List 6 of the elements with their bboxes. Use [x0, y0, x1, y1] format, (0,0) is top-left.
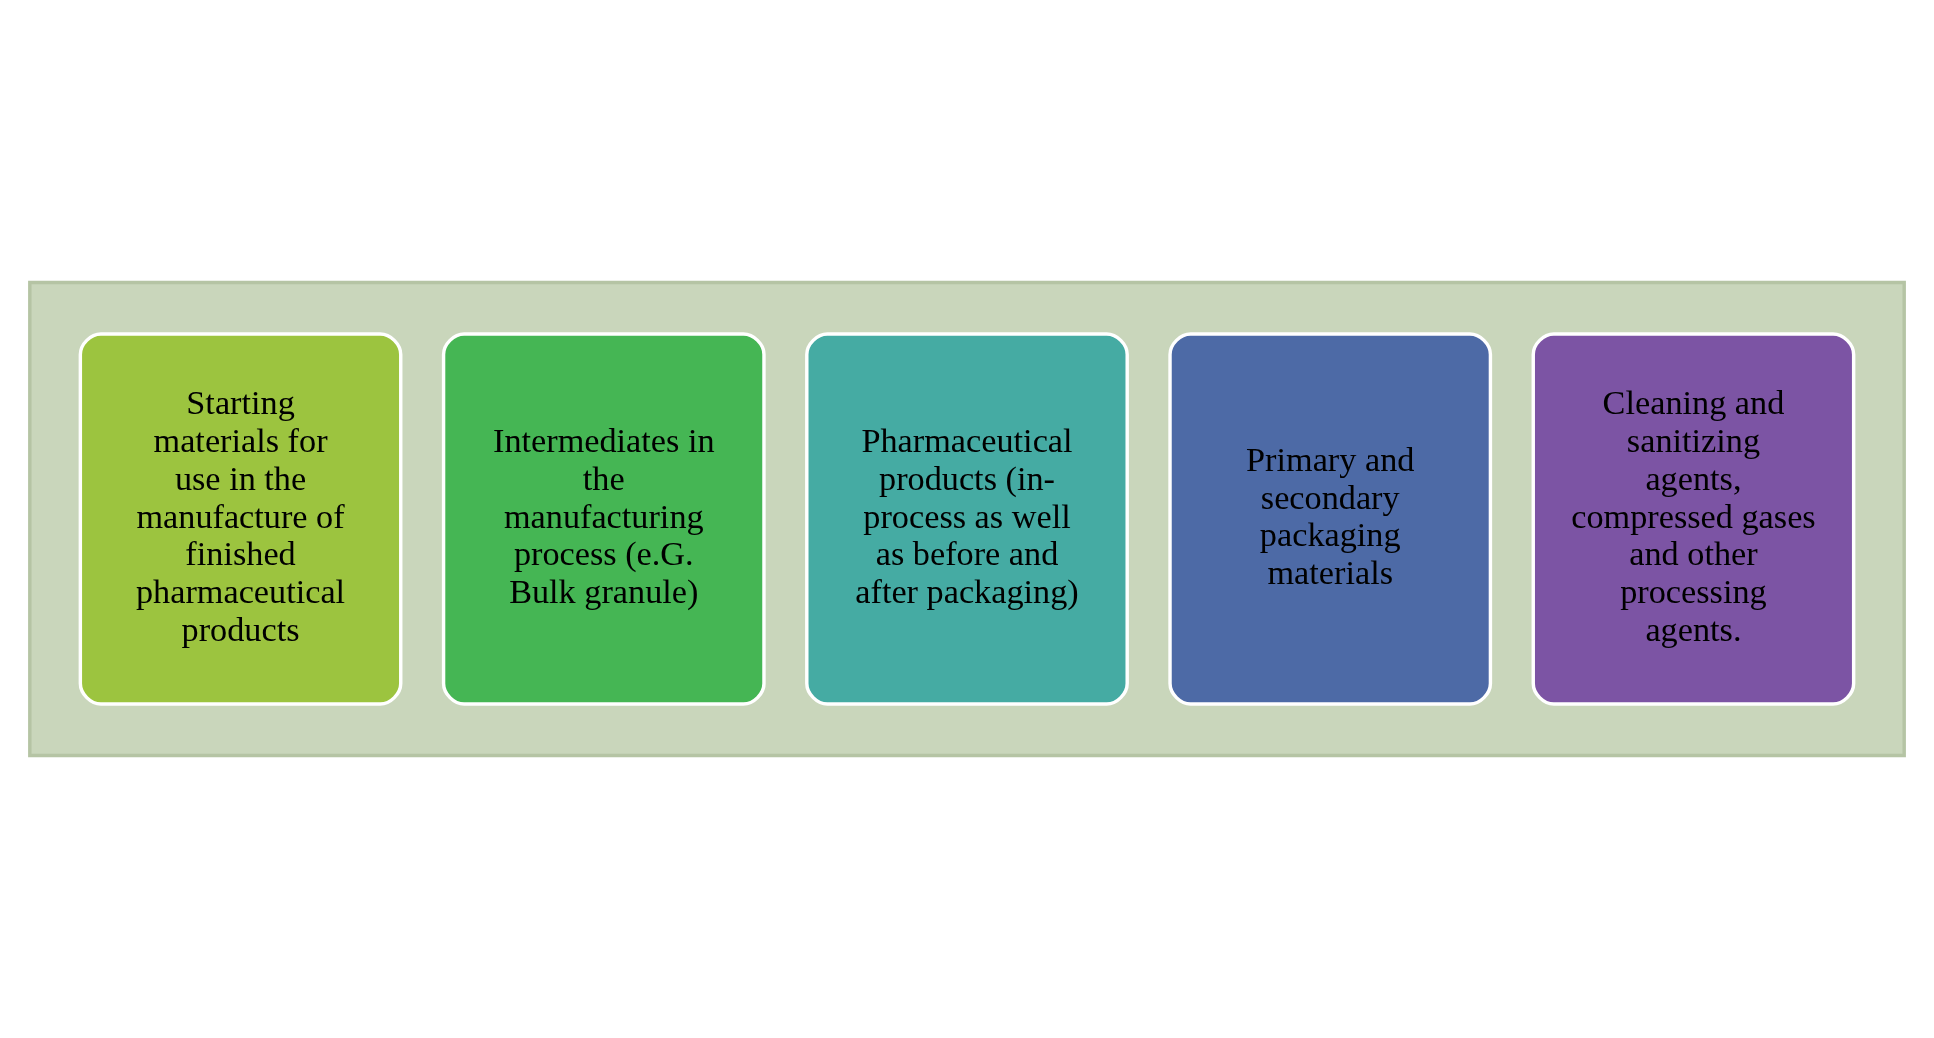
node-box: Cleaning and sanitizing agents, compressed gases and other processing agents. [1531, 332, 1856, 706]
cluster [28, 280, 1906, 758]
node-box: Intermediates in the manufacturing process (e.G. Bulk granule) [441, 332, 766, 706]
node-box: Pharmaceutical products (in-process as well as before and after packaging) [805, 332, 1129, 706]
node-box: Starting materials for use in the manufacture of finished pharmaceutical products [78, 332, 403, 706]
node-box: Primary and secondary packaging materials [1168, 332, 1493, 706]
